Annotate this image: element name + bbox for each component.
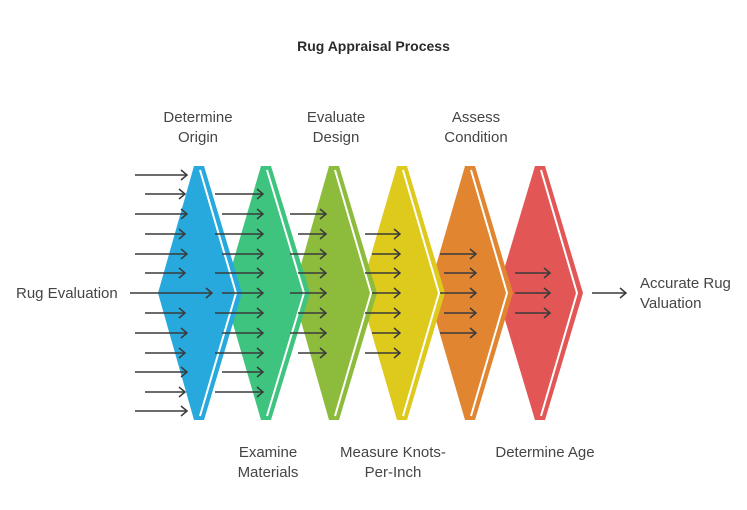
- stage-arrow: [372, 287, 402, 299]
- stage-arrow: [215, 188, 265, 200]
- input-arrow: [145, 386, 187, 398]
- input-arrow: [135, 208, 189, 220]
- stage-arrow: [222, 248, 265, 260]
- output-label-line: Accurate Rug: [640, 275, 731, 292]
- diagram-title: Rug Appraisal Process: [297, 38, 450, 54]
- stage-arrow: [290, 208, 328, 220]
- stage-arrow: [215, 267, 265, 279]
- stage-label-assess-condition: Assess Condition: [401, 108, 551, 148]
- stage-arrow: [215, 386, 265, 398]
- stage-arrow: [222, 287, 265, 299]
- stage-arrow: [222, 208, 265, 220]
- stage-arrow: [290, 248, 328, 260]
- input-arrow: [135, 248, 189, 260]
- output-arrow: [592, 287, 628, 299]
- chevron-edge-assess-condition: [470, 169, 509, 417]
- stage-arrow: [440, 287, 478, 299]
- stage-arrow: [372, 327, 402, 339]
- stage-label-examine-materials: Examine Materials: [193, 443, 343, 483]
- stage-arrow: [444, 267, 478, 279]
- stage-arrow: [290, 327, 328, 339]
- input-label: Rug Evaluation: [16, 285, 118, 302]
- input-arrow: [145, 228, 187, 240]
- input-arrow: [145, 307, 187, 319]
- stage-label-determine-origin: Determine Origin: [123, 108, 273, 148]
- stage-label-line: Examine: [238, 444, 298, 461]
- chevron-edge-evaluate-design: [334, 169, 373, 417]
- stage-label-line: Condition: [444, 129, 508, 146]
- stage-arrow: [290, 287, 328, 299]
- stage-label-line: Design: [312, 129, 360, 146]
- stage-arrow: [515, 267, 552, 279]
- chevron-examine-materials: [224, 166, 310, 420]
- stage-label-line: Measure Knots-: [340, 444, 446, 461]
- input-arrow: [135, 327, 189, 339]
- input-arrow: [135, 366, 189, 378]
- stage-arrow: [515, 287, 552, 299]
- output-label-line: Valuation: [640, 295, 702, 312]
- stage-arrow: [365, 228, 402, 240]
- stage-arrow: [444, 307, 478, 319]
- chevron-measure-knots: [360, 166, 445, 420]
- stage-arrow: [515, 307, 552, 319]
- stage-arrow: [440, 327, 478, 339]
- stage-label-line: Determine: [163, 109, 233, 126]
- chevron-edge-determine-age: [540, 169, 579, 417]
- stage-label-line: Materials: [237, 464, 299, 481]
- stage-arrow: [365, 307, 402, 319]
- input-arrow: [145, 188, 187, 200]
- chevron-evaluate-design: [293, 166, 377, 420]
- stage-arrow: [298, 347, 328, 359]
- stage-arrow: [215, 228, 265, 240]
- input-arrow: [145, 267, 187, 279]
- input-arrow: [135, 169, 189, 181]
- stage-arrow: [440, 248, 478, 260]
- stage-arrow: [372, 248, 402, 260]
- stage-arrow: [215, 307, 265, 319]
- stage-arrow: [298, 228, 328, 240]
- stage-arrow: [365, 347, 402, 359]
- input-arrow: [135, 405, 189, 417]
- stage-arrow: [222, 327, 265, 339]
- stage-label-line: Determine Age: [495, 444, 595, 461]
- stage-label-evaluate-design: Evaluate Design: [261, 108, 411, 148]
- chevron-edge-measure-knots: [402, 169, 441, 417]
- input-arrow: [145, 347, 187, 359]
- stage-arrow: [298, 267, 328, 279]
- stage-arrow: [298, 307, 328, 319]
- stage-arrow: [215, 347, 265, 359]
- stage-label-determine-age: Determine Age: [470, 443, 620, 463]
- output-label: Accurate Rug Valuation: [640, 274, 731, 314]
- stage-arrow: [365, 267, 402, 279]
- stage-label-measure-knots: Measure Knots- Per-Inch: [318, 443, 468, 483]
- stage-label-line: Assess: [451, 109, 501, 126]
- stage-label-line: Per-Inch: [364, 464, 422, 481]
- stage-label-line: Evaluate: [306, 109, 366, 126]
- stage-arrow: [222, 366, 265, 378]
- input-arrow: [130, 287, 214, 299]
- stage-label-line: Origin: [177, 129, 218, 146]
